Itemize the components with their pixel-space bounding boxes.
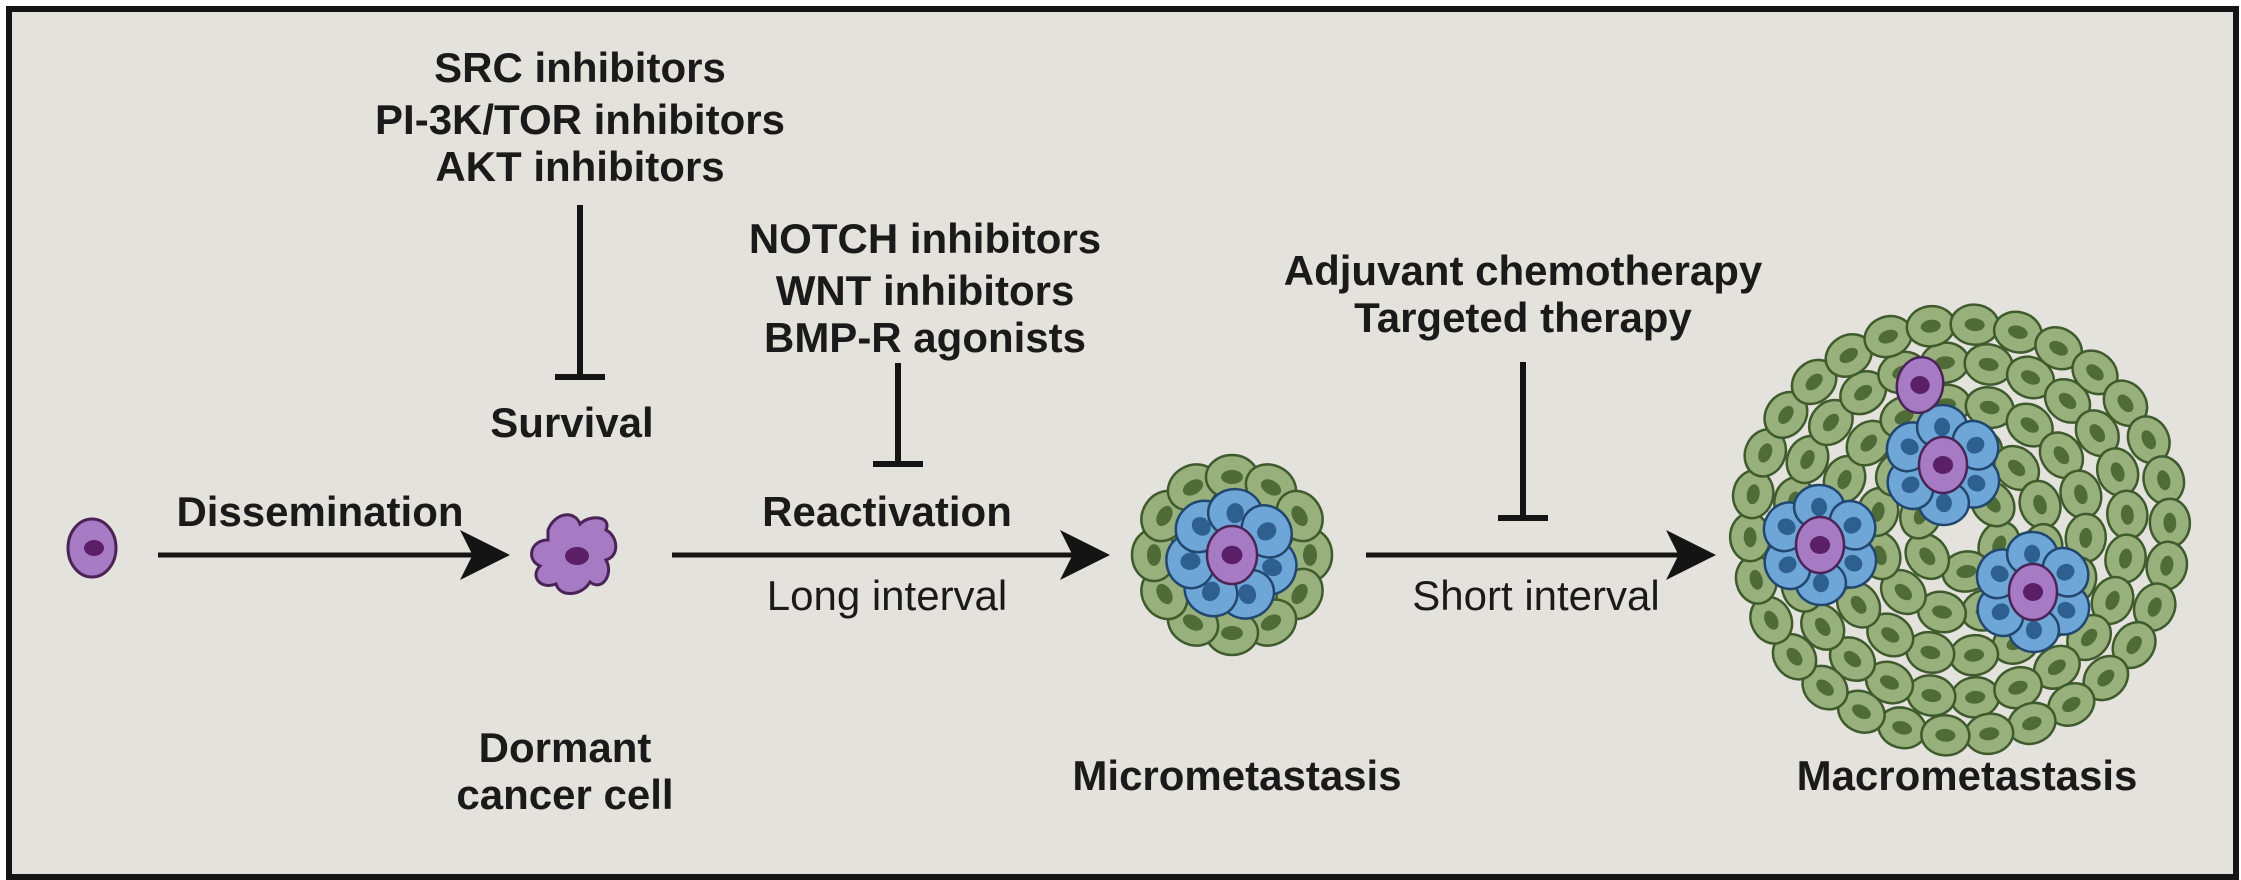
stroma-cell bbox=[2132, 582, 2177, 632]
cancer-cell bbox=[1895, 355, 1945, 415]
cancer-cell bbox=[1205, 524, 1259, 586]
stroma-cell bbox=[2043, 377, 2092, 424]
dormant-cancer-cell bbox=[530, 513, 618, 595]
stroma-cell bbox=[1839, 370, 1888, 416]
macrometastasis-label: Macrometastasis bbox=[1797, 752, 2138, 799]
cancer-cell bbox=[1794, 515, 1846, 575]
stroma-cell bbox=[1920, 714, 1971, 757]
inhibitor-pi3k-tor: PI-3K/TOR inhibitors bbox=[375, 96, 785, 143]
disseminated-cancer-cell bbox=[66, 517, 118, 579]
inhibitor-notch: NOTCH inhibitors bbox=[749, 215, 1101, 262]
therapy-targeted: Targeted therapy bbox=[1354, 294, 1692, 341]
long-interval-label: Long interval bbox=[767, 572, 1008, 619]
stroma-cell bbox=[2106, 489, 2149, 540]
survival-inhibitors-list: SRC inhibitors PI-3K/TOR inhibitors AKT … bbox=[375, 44, 785, 190]
stroma-cell bbox=[2071, 349, 2119, 396]
stroma-cell bbox=[1749, 595, 1794, 645]
stroma-cell bbox=[2038, 431, 2085, 480]
reactivation-inhibitors-list: NOTCH inhibitors WNT inhibitors BMP-R ag… bbox=[749, 215, 1101, 361]
reactivation-inhibition-bar bbox=[873, 363, 923, 467]
short-interval-label: Short interval bbox=[1412, 572, 1659, 619]
stroma-cell bbox=[2047, 682, 2096, 727]
stroma-cell bbox=[1877, 706, 1928, 750]
stroma-cell bbox=[2059, 469, 2103, 520]
stroma-cell bbox=[1835, 580, 1882, 629]
stroma-cell bbox=[1743, 428, 1788, 478]
agonist-bmp-r: BMP-R agonists bbox=[764, 314, 1086, 361]
dormant-label-line1: Dormant bbox=[479, 724, 652, 771]
stroma-cell bbox=[1949, 303, 2000, 346]
stroma-cell bbox=[2018, 479, 2062, 530]
stroma-cell bbox=[1905, 630, 1956, 674]
stroma-cell bbox=[1879, 568, 1927, 616]
stroma-cell bbox=[1948, 633, 2000, 677]
therapy-list: Adjuvant chemotherapy Targeted therapy bbox=[1284, 247, 1763, 341]
stroma-cell bbox=[2148, 497, 2192, 549]
dissemination-label: Dissemination bbox=[176, 488, 463, 535]
stroma-cell bbox=[2090, 575, 2135, 626]
stroma-cell bbox=[1728, 511, 1772, 563]
reactivation-label: Reactivation bbox=[762, 488, 1012, 535]
stroma-cell bbox=[1824, 333, 1873, 378]
stroma-cell bbox=[2005, 402, 2054, 448]
therapy-inhibition-bar bbox=[1498, 362, 1548, 521]
macrometastasis-cluster bbox=[1728, 303, 2192, 757]
stroma-cell bbox=[2007, 701, 2057, 746]
therapy-adjuvant: Adjuvant chemotherapy bbox=[1284, 247, 1763, 294]
inhibitor-akt: AKT inhibitors bbox=[435, 143, 724, 190]
stroma-cell bbox=[1807, 398, 1854, 447]
stroma-cell bbox=[1992, 310, 2043, 354]
stroma-cell bbox=[2064, 512, 2108, 564]
stroma-cell bbox=[2126, 415, 2171, 465]
stroma-cell bbox=[1801, 664, 1849, 711]
stroma-cell bbox=[1836, 689, 1886, 734]
inhibitor-src: SRC inhibitors bbox=[434, 44, 726, 91]
cancer-cell bbox=[2007, 562, 2059, 622]
stroma-cell bbox=[2111, 620, 2157, 670]
dormant-label-line2: cancer cell bbox=[456, 771, 673, 818]
survival-inhibition-bar bbox=[555, 205, 605, 380]
inhibitor-wnt: WNT inhibitors bbox=[776, 267, 1075, 314]
survival-label: Survival bbox=[490, 399, 653, 446]
cancer-cell bbox=[1917, 435, 1969, 495]
stroma-cell bbox=[1916, 590, 1968, 634]
micrometastasis-label: Micrometastasis bbox=[1072, 752, 1401, 799]
micrometastasis-cluster bbox=[1130, 453, 1334, 657]
stroma-cell bbox=[1863, 314, 1913, 359]
